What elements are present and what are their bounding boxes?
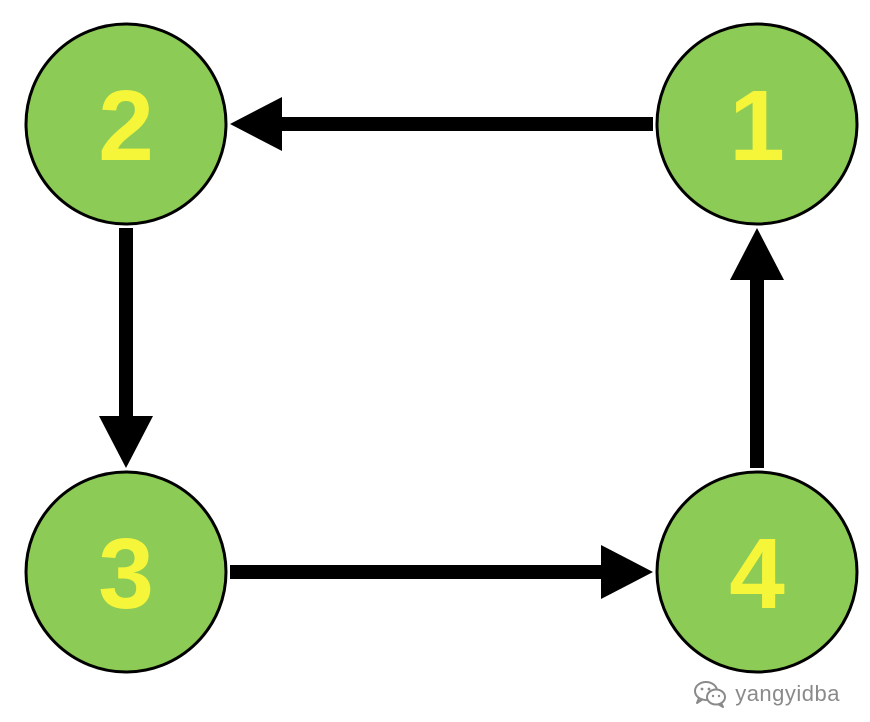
watermark-text: yangyidba bbox=[735, 681, 840, 706]
edge-layer bbox=[99, 97, 784, 599]
node-circle bbox=[24, 470, 228, 674]
node-2: 2 bbox=[24, 22, 228, 226]
node-label: 2 bbox=[98, 70, 154, 182]
watermark: yangyidba bbox=[693, 680, 840, 708]
node-circle bbox=[655, 22, 859, 226]
node-circle bbox=[655, 470, 859, 674]
wechat-icon bbox=[693, 680, 727, 708]
node-1: 1 bbox=[655, 22, 859, 226]
node-4: 4 bbox=[655, 470, 859, 674]
node-label: 4 bbox=[729, 518, 785, 630]
node-layer: 1 2 3 4 bbox=[24, 22, 859, 674]
node-label: 1 bbox=[729, 70, 785, 182]
node-label: 3 bbox=[98, 518, 154, 630]
node-circle bbox=[24, 22, 228, 226]
node-3: 3 bbox=[24, 470, 228, 674]
